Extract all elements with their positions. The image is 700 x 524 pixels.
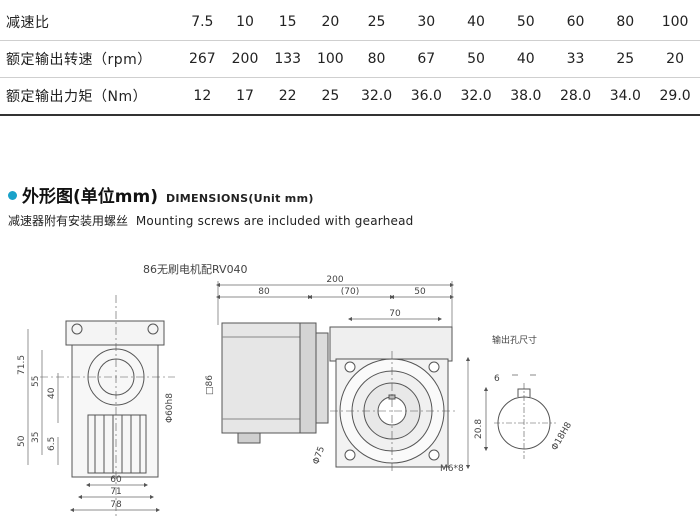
- dim-40: 40: [47, 387, 57, 399]
- spec-cell: 25: [367, 14, 386, 30]
- spec-cell: 60: [566, 14, 585, 30]
- dim-55: 55: [31, 376, 41, 387]
- spec-cell: 67: [401, 40, 452, 78]
- dim-35: 35: [31, 432, 41, 443]
- spec-cell: 50: [516, 14, 535, 30]
- bolt-circle-diameter: Φ75: [311, 445, 327, 466]
- dim-60: 60: [110, 475, 122, 485]
- dimensions-heading: 外形图(单位mm) DIMENSIONS(Unit mm): [8, 182, 314, 207]
- spec-cell: 80: [351, 40, 402, 78]
- spec-cell: 20: [321, 14, 340, 30]
- left-vertical-dimensions: [27, 329, 59, 465]
- spec-cell: 33: [550, 40, 601, 78]
- dimension-drawing: 86无刷电机配RV040 71.5 55 40 50 35 6.5 Φ60h8: [17, 262, 574, 517]
- spec-cell: 29.0: [650, 77, 700, 116]
- gearbox-front-view: [315, 326, 456, 473]
- dim-50: 50: [17, 435, 27, 447]
- spec-cell: 25: [309, 77, 352, 116]
- spec-cell: 17: [223, 77, 267, 116]
- spec-cell: 32.0: [451, 77, 501, 116]
- mounting-note-chinese: 减速器附有安装用螺丝: [8, 214, 129, 228]
- output-shaft-detail: [483, 374, 556, 459]
- spec-cell: 100: [661, 14, 689, 30]
- spec-cell: 100: [309, 40, 352, 78]
- spec-cell: 20: [650, 40, 700, 78]
- spec-cell: 10: [236, 14, 254, 30]
- spec-cell: 7.5: [191, 14, 214, 30]
- spec-cell: 28.0: [550, 77, 601, 116]
- spec-row-label: 减速比: [6, 15, 50, 31]
- dim-50-top: 50: [414, 287, 426, 297]
- spec-cell: 32.0: [351, 77, 402, 116]
- keyway-depth: 20.8: [474, 419, 484, 439]
- spec-cell: 25: [600, 40, 651, 78]
- gearbox-side-view: [40, 295, 175, 517]
- dim-71-5: 71.5: [17, 355, 27, 375]
- spec-cell: 38.0: [500, 77, 551, 116]
- shaft-diameter: Φ18H8: [550, 420, 574, 452]
- thread-spec: M6*8: [440, 464, 464, 474]
- top-dimensions: [215, 281, 455, 345]
- dim-6-5: 6.5: [47, 437, 57, 451]
- bore-diameter: Φ60h8: [165, 393, 175, 423]
- spec-row-label: 额定输出力矩（Nm）: [0, 77, 181, 116]
- spec-row: 减速比 7.5 10 15 20 25 30 40 50 60 80 100: [0, 4, 700, 41]
- spec-cell: 22: [266, 77, 310, 116]
- spec-cell: 15: [278, 14, 297, 30]
- spec-cell: 34.0: [600, 77, 651, 116]
- spec-cell: 267: [181, 40, 224, 78]
- mounting-note-english: Mounting screws are included with gearhe…: [135, 214, 414, 228]
- model-label: 86无刷电机配RV040: [143, 262, 248, 276]
- spec-cell: 30: [417, 14, 436, 30]
- bottom-dimensions: [69, 482, 161, 513]
- motor-body: [221, 322, 317, 444]
- spec-cell: 50: [451, 40, 501, 78]
- dim-70-ref: (70): [341, 287, 359, 297]
- dim-80: 80: [258, 287, 270, 297]
- spec-cell: 133: [266, 40, 310, 78]
- spec-cell: 200: [223, 40, 267, 78]
- heading-chinese: 外形图(单位mm): [22, 187, 158, 207]
- spec-cell: 40: [500, 40, 551, 78]
- heading-english: DIMENSIONS(Unit mm): [165, 192, 314, 205]
- dim-71: 71: [110, 487, 121, 497]
- spec-cell: 40: [467, 14, 485, 30]
- spec-cell: 80: [616, 14, 635, 30]
- motor-square-size: □86: [205, 375, 215, 395]
- spec-cell: 36.0: [401, 77, 452, 116]
- dim-78: 78: [110, 500, 122, 510]
- dim-200: 200: [326, 275, 343, 285]
- spec-row-label: 额定输出转速（rpm）: [0, 40, 181, 78]
- mounting-note: 减速器附有安装用螺丝 Mounting screws are included …: [8, 212, 413, 229]
- spec-cell: 12: [181, 77, 224, 116]
- bullet-dot-icon: [8, 191, 17, 200]
- shaft-detail-title: 输出孔尺寸: [492, 334, 537, 346]
- dim-70-flange: 70: [389, 309, 401, 319]
- keyway-width: 6: [494, 374, 500, 384]
